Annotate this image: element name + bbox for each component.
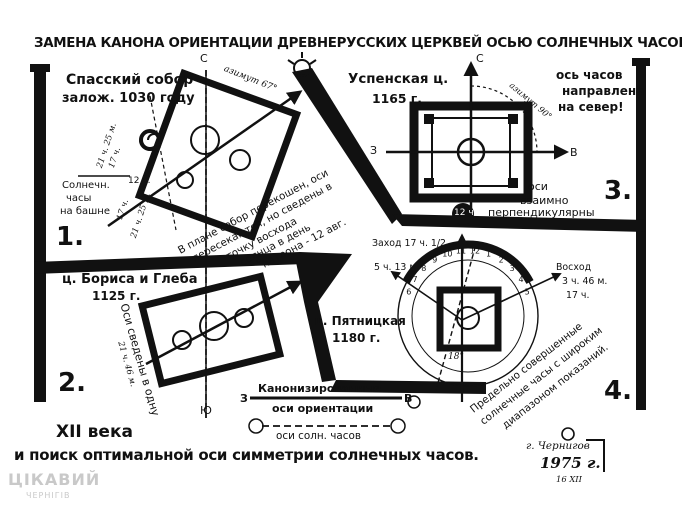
panel-1-sundial-label-3: на башне (60, 206, 110, 217)
panel-1-number: 1. (56, 222, 84, 252)
panel-2-title: ц. Бориса и Глеба (62, 272, 198, 287)
sundial-hour-1: 1 (486, 250, 491, 259)
divider-band-lower (296, 252, 352, 382)
sundial-hour-4: 4 (518, 275, 523, 284)
panel-4-sunrise-extra: 17 ч. (566, 290, 590, 301)
legend-right-circle (390, 418, 406, 434)
panel-3-note-2: направлена (562, 84, 645, 98)
panel-3-note-1: ось часов (556, 68, 623, 82)
panel-3-east-label: В (570, 146, 578, 159)
legend-west-label: З (240, 392, 248, 405)
panel-2-angle: 60° (256, 256, 272, 266)
spassky-axis (107, 90, 303, 228)
right-pillar-cap (632, 58, 650, 66)
pyatnitskaya-sunset-ray (390, 270, 463, 321)
sundial-hour-8: 8 (421, 264, 426, 273)
pyatnitskaya-sunrise-ray (461, 272, 562, 321)
legend-sundial-axes: оси солн. часов (276, 430, 361, 442)
sundial-hour-6: 6 (406, 288, 411, 297)
panel-3-axes-note-2: взаимно (520, 194, 569, 207)
center-south-label: Ю (200, 404, 212, 417)
panel-3-west-label: З (370, 144, 378, 157)
sundial-hour-10: 10 (442, 250, 452, 259)
watermark-logo: ЦІКАВИЙ (8, 470, 101, 489)
left-pillar (34, 70, 46, 402)
sundial-hour-12: 12 (470, 246, 480, 255)
panel-4-title: ц. Пятницкая (314, 314, 406, 328)
sundial-hour-11: 11 (456, 246, 466, 255)
page-title: ЗАМЕНА КАНОНА ОРИЕНТАЦИИ ДРЕВНЕРУССКИХ Ц… (34, 36, 682, 51)
uspenskaya-12-marker (452, 203, 474, 225)
footer-line-1: XII века (56, 422, 133, 442)
panel-3-label-12: 12 ч. (454, 208, 477, 218)
sundial-hour-5: 5 (525, 288, 530, 297)
panel-3-note-3: на север! (558, 100, 624, 114)
legend-east-label: В (404, 392, 413, 405)
sundial-hour-9: 9 (432, 256, 437, 265)
signature-mark (561, 427, 605, 472)
panel-2-number: 2. (58, 368, 86, 398)
divider-band-diagonal (292, 68, 402, 224)
panel-1-title: Спасский собор (66, 72, 194, 88)
legend-right-dot (407, 395, 421, 409)
sun-icon (287, 52, 317, 77)
panel-4-sunrise: Восход (556, 262, 592, 273)
sundial-hour-7: 7 (412, 275, 417, 284)
sundial-hour-3: 3 (510, 264, 515, 273)
pyatnitskaya-tilt-line (435, 243, 477, 391)
left-pillar-cap (30, 64, 50, 72)
panel-3-axes-note-1: оси (528, 180, 548, 193)
right-pillar (636, 64, 646, 410)
panel-4-angle: 18° (448, 352, 464, 362)
panel-3-axes-note-3: перпендикулярны (488, 206, 595, 219)
panel-3-year: 1165 г. (372, 91, 422, 106)
uspenskaya-azimuth-arc (470, 85, 538, 153)
boris-gleb-axis (145, 280, 303, 366)
panel-4-sunrise-time: 3 ч. 46 м. (562, 276, 608, 287)
footer-line-2: и поиск оптимальной оси симметрии солнеч… (14, 446, 479, 464)
spassky-sundial-line (149, 95, 177, 231)
center-north-label: С (200, 52, 208, 65)
sundial-hour-2: 2 (499, 256, 504, 265)
legend-canonized-line-2: оси ориентации (272, 402, 374, 415)
legend-left-circle (248, 418, 264, 434)
watermark-subtitle: ЧЕРНІГІВ (26, 491, 71, 500)
panel-4-sunset-time: 5 ч. 13 м. (374, 262, 420, 273)
legend-canonized-line-1: Канонизированные (258, 382, 382, 395)
panel-3-title: Успенская ц. (348, 72, 449, 87)
panel-4-year: 1180 г. (332, 331, 381, 345)
panel-4-sunset: Заход 17 ч. 1/2 (372, 238, 446, 249)
panel-3-north-label: С (476, 52, 484, 65)
panel-4-number: 4. (604, 376, 632, 406)
footer-year: 1975 г. (540, 454, 601, 472)
panel-1-label-12: 12 ч. (128, 176, 151, 186)
panel-1-sundial-label-2: часы (66, 193, 92, 204)
divider-band-left (34, 252, 305, 274)
panel-2-year: 1125 г. (92, 289, 141, 303)
footer-date: 16 XII (556, 474, 582, 484)
panel-1-sundial-label-1: Солнечн. (62, 180, 110, 191)
panel-3-number: 3. (604, 176, 632, 206)
footer-place: г. Чернигов (526, 440, 590, 452)
panel-1-subtitle: залож. 1030 году (62, 91, 195, 106)
spiral-ornament (139, 133, 162, 151)
